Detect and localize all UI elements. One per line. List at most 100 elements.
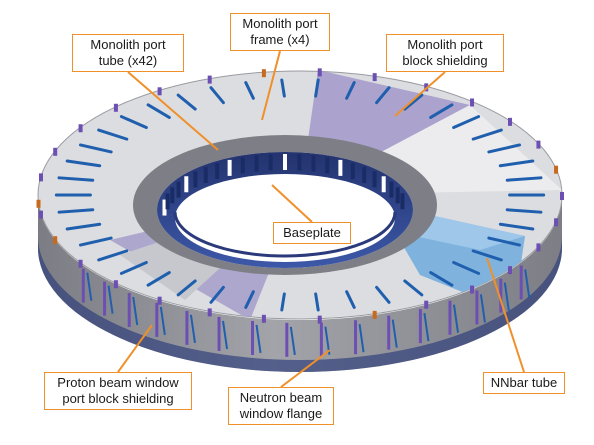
- callout-baseplate: Baseplate: [273, 222, 351, 244]
- inner-slot-icon: [325, 157, 330, 174]
- leader-line: [486, 257, 525, 373]
- port-tube-icon: [146, 103, 171, 119]
- flange-bracket-icon: [448, 300, 452, 335]
- rim-marker-icon: [536, 243, 541, 252]
- rim-marker-icon: [113, 103, 118, 112]
- inner-slot-icon: [184, 176, 189, 193]
- flange-bracket-icon: [81, 268, 85, 303]
- inner-slot-icon: [254, 155, 259, 172]
- inner-slot-icon: [176, 181, 181, 198]
- port-tube-icon: [505, 208, 543, 214]
- flange-bracket-icon: [418, 309, 422, 344]
- port-tube-icon: [209, 86, 225, 105]
- flange-bracket-icon: [387, 315, 391, 350]
- flange-bracket-icon: [127, 293, 131, 328]
- port-tube-icon: [471, 128, 503, 141]
- flange-bracket-icon: [475, 290, 479, 325]
- port-tube-icon: [78, 236, 113, 247]
- inner-slot-icon: [395, 187, 400, 204]
- leader-line: [127, 71, 219, 151]
- inner-slot-icon: [400, 193, 405, 210]
- flange-bracket-icon: [354, 320, 358, 355]
- wall-tube-icon: [524, 269, 531, 298]
- inner-slot-icon: [350, 163, 355, 180]
- port-tube-icon: [375, 285, 391, 304]
- inner-slot-icon: [240, 157, 245, 174]
- port-tube-icon: [97, 249, 129, 262]
- rim-marker-icon: [207, 308, 212, 317]
- inner-slot-icon: [215, 163, 220, 180]
- inner-port-slots: [162, 154, 405, 216]
- monolith-port-tubes: [54, 78, 546, 312]
- inner-slot-icon: [338, 159, 343, 176]
- wall-tube-icon: [423, 312, 430, 342]
- wall-tube-icon: [86, 272, 93, 301]
- rim-marker-icon: [536, 140, 541, 149]
- inner-slot-icon: [297, 154, 302, 171]
- port-tube-icon: [452, 260, 481, 275]
- port-tube-icon: [498, 222, 535, 231]
- wall-tube-icon: [358, 324, 365, 353]
- port-tube-icon: [345, 81, 356, 100]
- rim-marker-icon: [372, 73, 377, 82]
- port-tube-icon: [403, 93, 424, 111]
- flange-bracket-icon: [251, 320, 255, 355]
- rim-marker-icon: [157, 87, 162, 96]
- flange-bracket-icon: [319, 322, 323, 357]
- port-tube-icon: [429, 103, 454, 119]
- flange-bracket-icon: [103, 281, 107, 316]
- rim-marker-icon: [261, 314, 266, 323]
- wall-tube-icon: [159, 306, 166, 335]
- leader-line: [271, 184, 313, 223]
- port-tube-icon: [471, 249, 503, 262]
- inner-slot-icon: [227, 159, 232, 176]
- callout-nnbar-tube: NNbar tube: [483, 372, 565, 394]
- outer-rim-markers: [36, 68, 564, 357]
- wall-tube-icon: [452, 304, 459, 333]
- leader-line: [394, 71, 446, 117]
- flange-bracket-icon: [155, 302, 159, 337]
- inner-slot-icon: [203, 166, 208, 183]
- inner-slot-icon: [193, 171, 198, 188]
- callout-neutron-beam-window-flange: Neutron beam window flange: [228, 387, 334, 425]
- port-tube-icon: [57, 208, 95, 214]
- port-tube-icon: [452, 115, 481, 130]
- port-tube-icon: [314, 78, 320, 98]
- inner-slot-icon: [362, 166, 367, 183]
- inner-slot-icon: [165, 193, 170, 210]
- port-tube-icon: [345, 290, 356, 309]
- wall-tube-icon: [132, 296, 139, 326]
- inner-slot-icon: [389, 181, 394, 198]
- inner-slot-icon: [372, 171, 377, 188]
- rim-marker-icon: [470, 285, 475, 294]
- port-tube-icon: [65, 222, 102, 231]
- rim-marker-icon: [554, 218, 559, 227]
- port-tube-icon: [505, 176, 543, 182]
- leader-lines: [117, 50, 525, 388]
- port-tube-icon: [244, 81, 255, 100]
- port-tube-icon: [487, 143, 522, 154]
- port-tube-icon: [119, 260, 148, 275]
- rim-marker-icon: [78, 124, 83, 133]
- port-tube-icon: [280, 78, 286, 98]
- port-tube-icon: [57, 176, 95, 182]
- flange-bracket-icon: [285, 322, 289, 357]
- port-tube-icon: [78, 143, 113, 154]
- rim-marker-icon: [508, 266, 513, 275]
- port-tube-icon: [487, 236, 522, 247]
- inner-slot-icon: [381, 176, 386, 193]
- leader-line: [280, 349, 331, 388]
- wall-tube-icon: [503, 282, 510, 311]
- rim-marker-icon: [53, 147, 58, 156]
- wall-tube-icon: [289, 326, 296, 355]
- flange-bracket-icon: [217, 316, 221, 351]
- rim-marker-icon: [317, 315, 322, 324]
- flange-bracket-icon: [499, 278, 503, 313]
- flange-bracket-icon: [519, 265, 523, 300]
- inner-slot-icon: [170, 187, 175, 204]
- callout-monolith-port-block-shielding: Monolith port block shielding: [386, 34, 504, 72]
- inner-slot-icon: [311, 155, 316, 172]
- rim-marker-icon: [424, 300, 429, 309]
- rim-marker-icon: [554, 165, 559, 174]
